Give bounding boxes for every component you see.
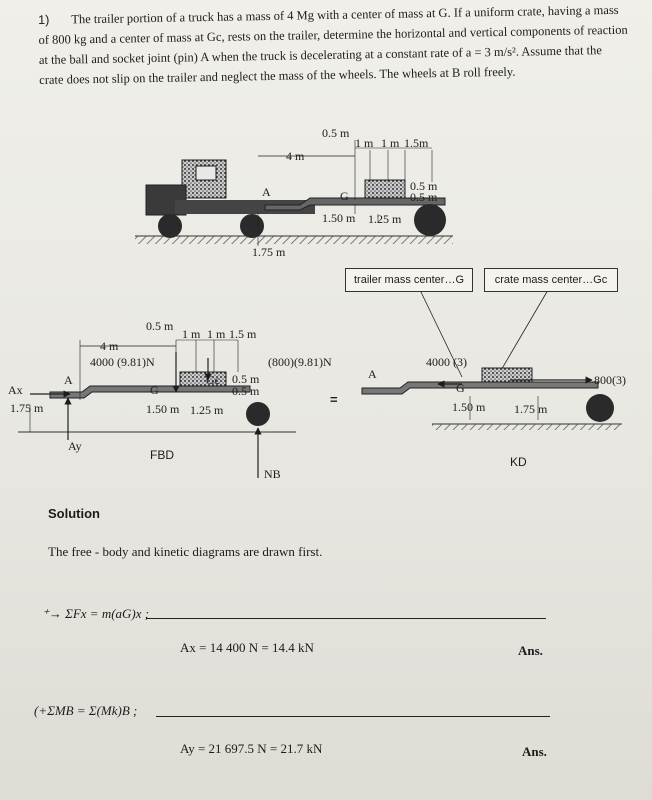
answer-label-2: Ans.	[522, 744, 547, 759]
kd-inertia-crate: 800(3)	[594, 373, 626, 387]
truck-dim-1.5: 1.5m	[404, 136, 429, 150]
truck-dim-1b: 1 m	[381, 136, 400, 150]
fbd-label-A: A	[64, 373, 73, 387]
equation-sum-mb: (+ΣMB = Σ(Mk)B ;	[34, 703, 138, 718]
fbd-trailer	[49, 385, 251, 399]
truck-ground	[135, 236, 453, 244]
kd-inertia-trailer: 4000 (3)	[426, 355, 467, 369]
fbd-dim-1.25: 1.25 m	[190, 403, 224, 417]
fbd-label-NB: NB	[264, 467, 281, 481]
equals-sign: =	[330, 392, 338, 407]
truck-label-A: A	[262, 185, 271, 199]
truck-dim-1.50: 1.50 m	[322, 211, 356, 225]
kd-dim-1.50: 1.50 m	[452, 400, 486, 414]
fbd-diagram: 0.5 m 1 m 1 m 1.5 m 4 m 4000 (9.81)N (80…	[8, 319, 338, 481]
answer-label-1: Ans.	[518, 643, 543, 658]
kd-wheel	[586, 394, 614, 422]
answer-line-1	[146, 618, 546, 619]
fbd-dim-1a: 1 m	[182, 327, 201, 341]
fbd-wheel	[246, 402, 270, 426]
fbd-dim-crate-bot: 0.5 m	[232, 384, 260, 398]
fbd-caption: FBD	[150, 448, 174, 462]
equation-sum-fx: ⁺→ ΣFx = m(aG)x ;	[42, 606, 150, 621]
trailer-wheel-B	[414, 204, 446, 236]
fbd-weight-trailer: 4000 (9.81)N	[90, 355, 155, 369]
truck-label-G: G	[340, 189, 349, 203]
result-ax: Ax = 14 400 N = 14.4 kN	[180, 640, 314, 655]
fbd-dim-1b: 1 m	[207, 327, 226, 341]
truck-figure: 0.5 m 1 m 1 m 1.5m 4 m A G 0.5 m 0.5 m 1…	[135, 126, 453, 259]
truck-dim-0.5: 0.5 m	[322, 126, 350, 140]
fbd-dim-0.5: 0.5 m	[146, 319, 174, 333]
kd-crate	[481, 367, 533, 383]
callout-crate-mass-center: crate mass center…Gc	[484, 268, 618, 292]
answer-line-2	[156, 716, 550, 717]
fbd-crate	[179, 371, 227, 387]
result-ay: Ay = 21 697.5 N = 21.7 kN	[180, 741, 323, 756]
fbd-dim-1.50: 1.50 m	[146, 402, 180, 416]
truck-crate	[364, 179, 406, 199]
truck-dim-1.75: 1.75 m	[252, 245, 286, 259]
kd-caption: KD	[510, 455, 527, 469]
fbd-dim-4: 4 m	[100, 339, 119, 353]
kd-label-G: G	[456, 381, 465, 395]
truck-dim-4: 4 m	[286, 149, 305, 163]
fbd-dim-crate-top: 0.5 m	[232, 372, 260, 386]
solution-intro: The free - body and kinetic diagrams are…	[48, 544, 323, 559]
solution-heading: Solution	[48, 506, 100, 521]
fbd-label-G: G	[150, 383, 159, 397]
truck-dim-1a: 1 m	[355, 136, 374, 150]
fbd-weight-crate: (800)(9.81)N	[268, 355, 332, 369]
truck-wheel-front	[158, 214, 182, 238]
fbd-dim-1.75: 1.75 m	[10, 401, 44, 415]
kd-label-A: A	[368, 367, 377, 381]
kd-dim-1.75: 1.75 m	[514, 402, 548, 416]
fbd-label-Ax: Ax	[8, 383, 23, 397]
truck-dim-crate-bot: 0.5 m	[410, 190, 438, 204]
truck-dim-1.25: 1.25 m	[368, 212, 402, 226]
truck-wheel-rear	[240, 214, 264, 238]
kd-trailer	[361, 381, 599, 395]
fbd-dim-1.5: 1.5 m	[229, 327, 257, 341]
callout-trailer-mass-center: trailer mass center…G	[345, 268, 473, 292]
fbd-label-Ay: Ay	[68, 439, 82, 453]
kd-diagram: 4000 (3) 800(3) A G 1.50 m 1.75 m KD	[361, 355, 626, 469]
fbd-label-Gc: Gc	[206, 373, 220, 387]
truck-dim-crate-top: 0.5 m	[410, 179, 438, 193]
